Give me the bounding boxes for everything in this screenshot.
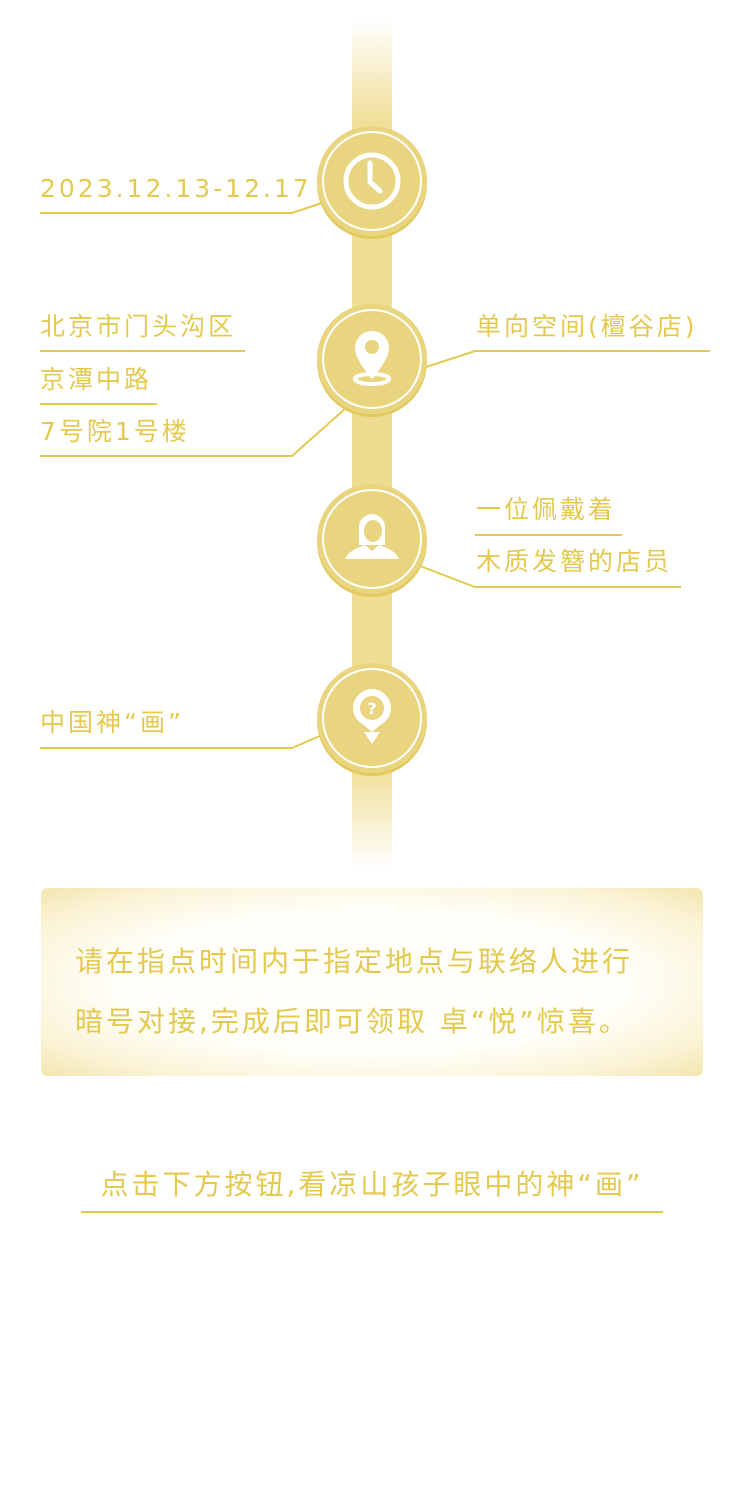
contact-node <box>317 484 427 594</box>
notice-line-1: 请在指点时间内于指定地点与联络人进行 <box>75 945 634 978</box>
notice-box: 请在指点时间内于指定地点与联络人进行 暗号对接,完成后即可领取 卓“悦”惊喜。 <box>41 888 703 1076</box>
svg-text:?: ? <box>367 699 376 718</box>
event-date: 2023.12.13-12.17 <box>40 174 312 203</box>
notice-line-2: 暗号对接,完成后即可领取 卓“悦”惊喜。 <box>75 1005 630 1038</box>
location-node <box>317 304 427 414</box>
address-line-2: 京潭中路 <box>40 365 153 394</box>
venue-name: 单向空间(檀谷店) <box>476 312 698 341</box>
secret-code: 中国神“画” <box>40 708 184 737</box>
clock-icon <box>343 152 401 210</box>
cta-link[interactable]: 点击下方按钮,看凉山孩子眼中的神“画” <box>81 1163 663 1213</box>
contact-line-2: 木质发簪的店员 <box>476 547 673 576</box>
time-node <box>317 126 427 236</box>
address-line-3: 7号院1号楼 <box>40 417 190 446</box>
location-pin-icon <box>353 331 391 386</box>
address-line-1: 北京市门头沟区 <box>40 312 237 341</box>
question-pin-icon: ? <box>353 689 391 744</box>
code-node: ? <box>317 663 427 773</box>
contact-line-1: 一位佩戴着 <box>476 495 617 524</box>
woman-avatar-icon <box>345 514 399 559</box>
